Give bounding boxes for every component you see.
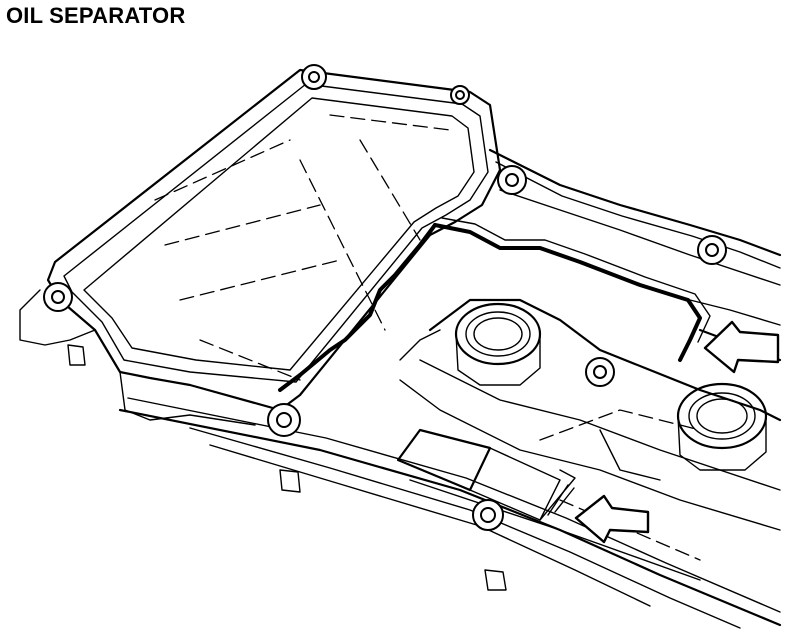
bolt-top-left bbox=[301, 64, 327, 90]
separator-housing bbox=[19, 68, 502, 426]
cam-bore-right bbox=[676, 382, 768, 471]
bolt-front-center bbox=[472, 499, 504, 531]
bolt-left-flange bbox=[43, 282, 73, 312]
diagram-title: OIL SEPARATOR bbox=[6, 3, 186, 28]
bolt-front-left bbox=[267, 403, 301, 437]
filter-element bbox=[396, 428, 576, 521]
bolt-cover-center bbox=[585, 357, 615, 387]
cam-bore-left bbox=[454, 302, 542, 386]
callout-arrow-upper bbox=[703, 320, 780, 374]
bolt-stud-left bbox=[67, 344, 86, 366]
bolt-cover-right bbox=[697, 235, 727, 265]
gasket-seal bbox=[278, 217, 711, 392]
callout-arrow-lower bbox=[574, 494, 650, 544]
bolts bbox=[43, 64, 727, 591]
bolt-housing-right bbox=[497, 165, 527, 195]
bolt-stud-lower-left bbox=[279, 469, 301, 493]
bolt-stud-lower-center bbox=[484, 569, 507, 591]
flange-rails bbox=[118, 397, 782, 629]
bolt-top-right bbox=[450, 85, 470, 105]
